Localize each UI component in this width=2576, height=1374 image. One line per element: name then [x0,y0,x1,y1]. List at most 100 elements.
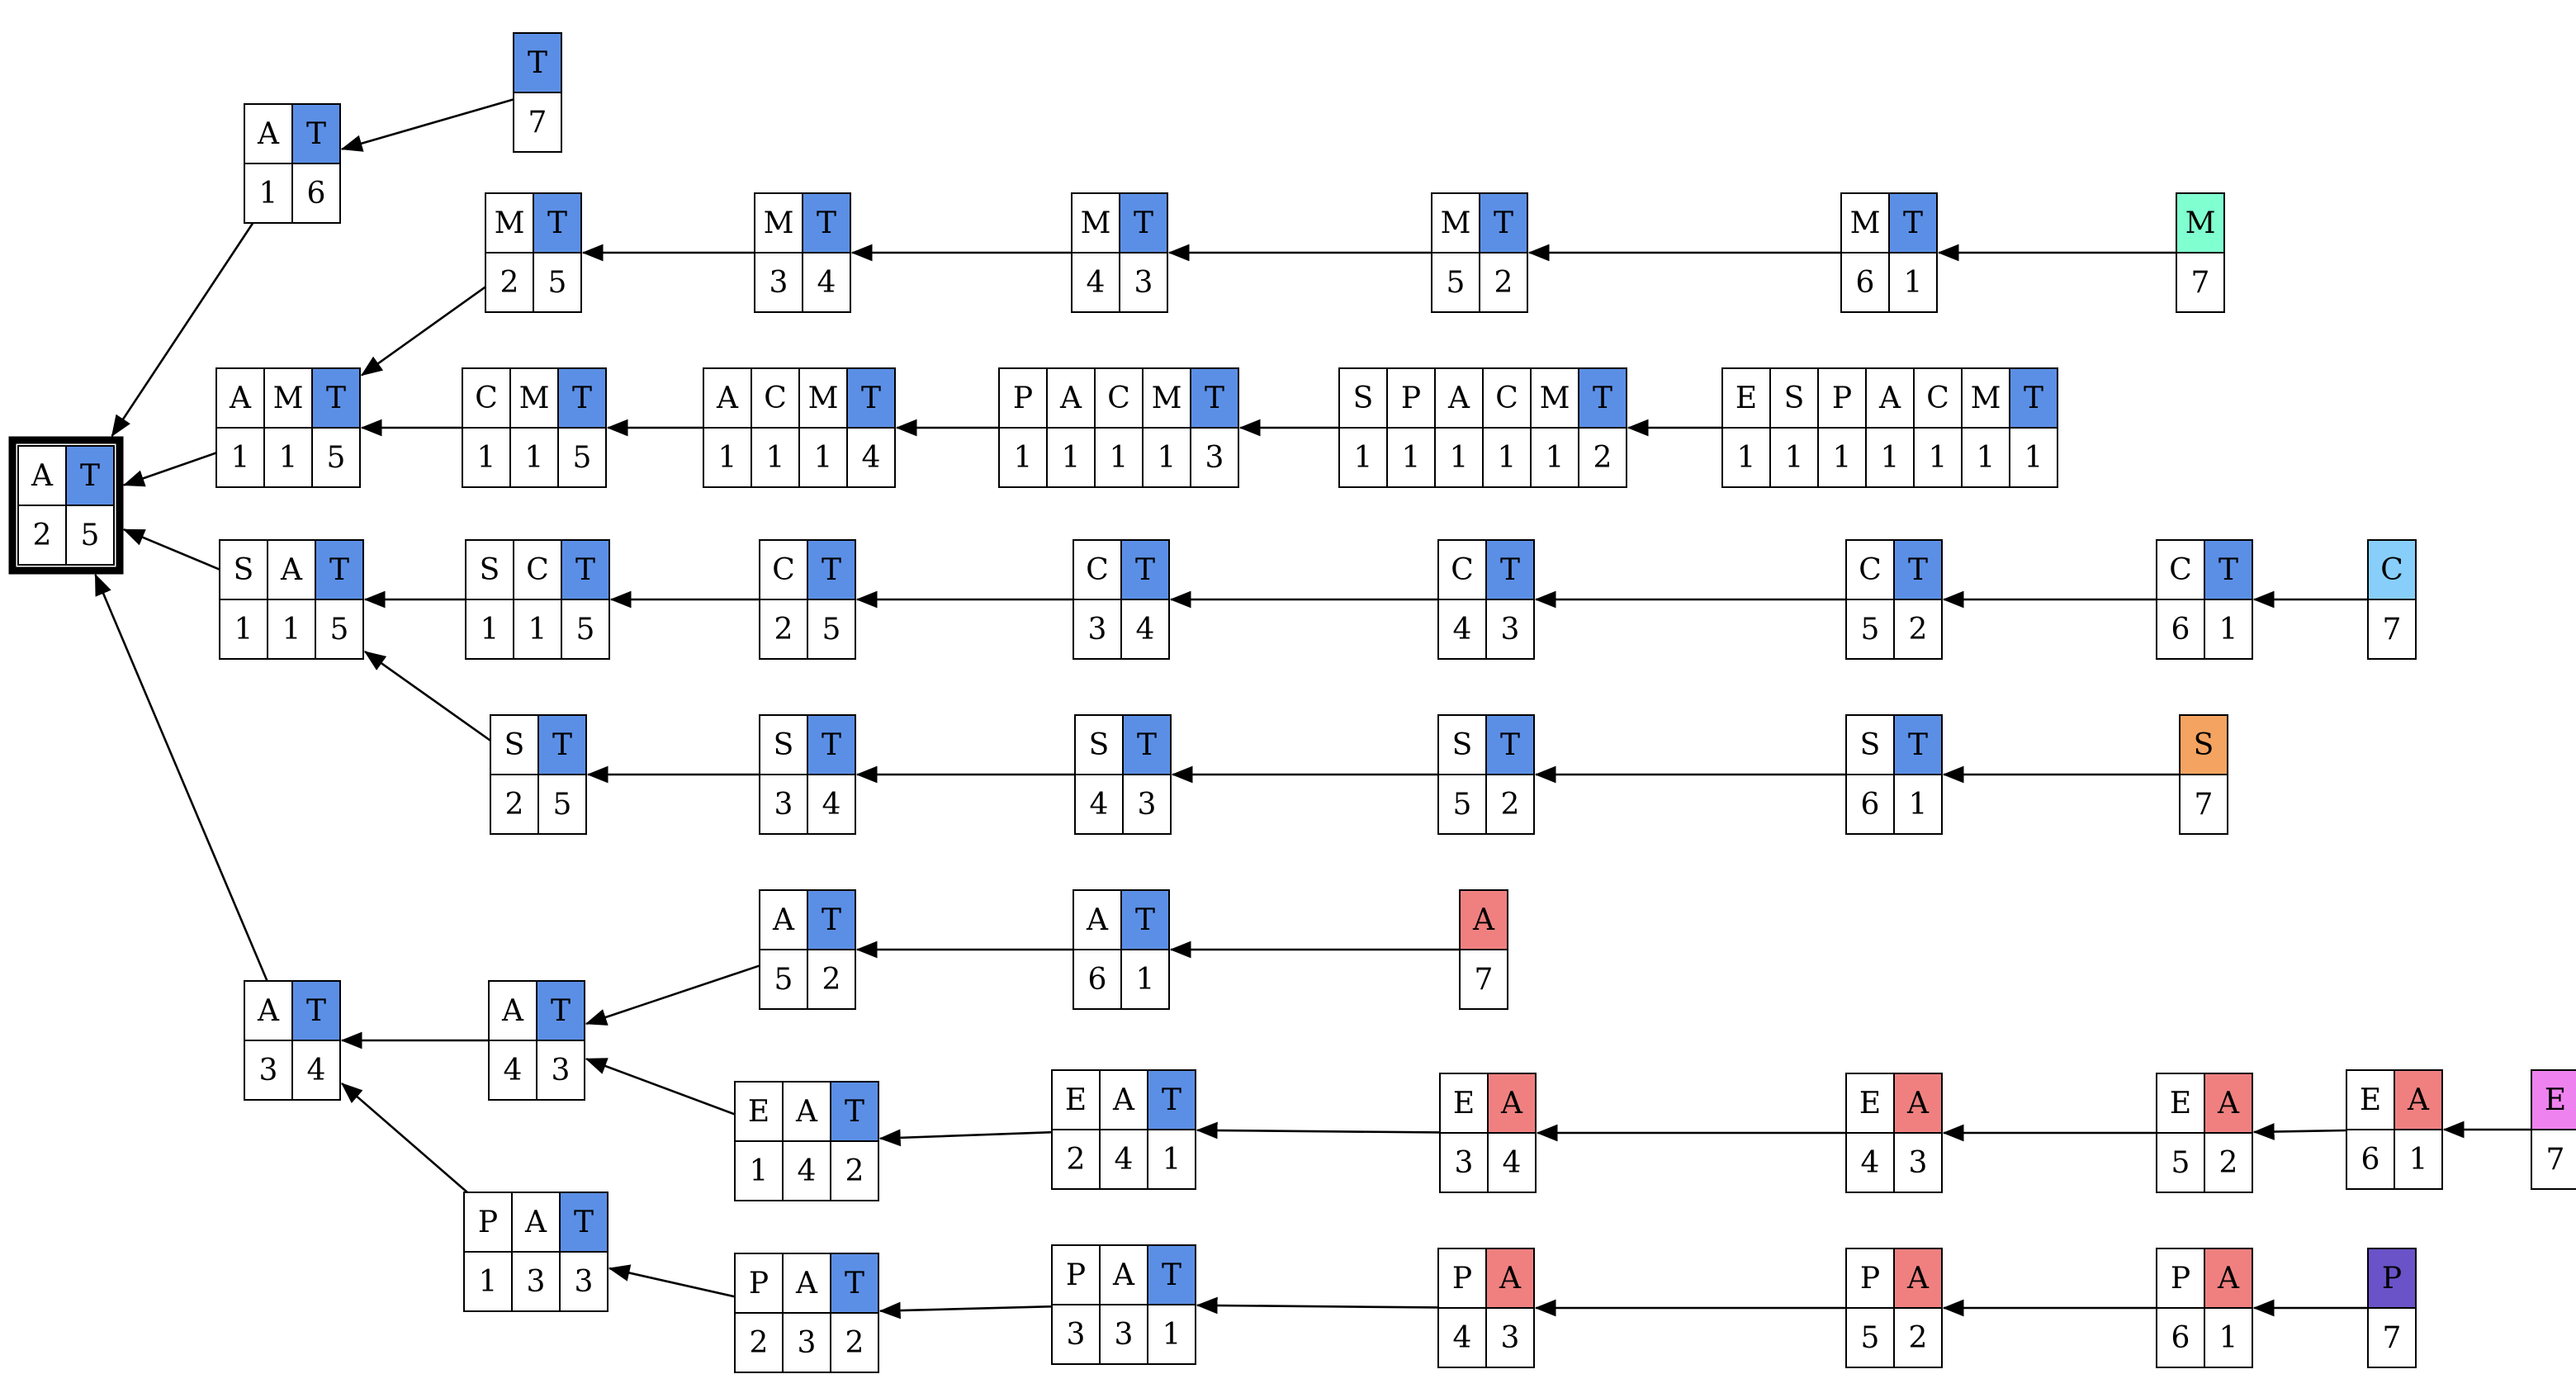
item-count: 1 [1163,1318,1181,1352]
item-label: P [1066,1258,1086,1292]
item-label: M [1081,206,1111,240]
count-cell [1437,1307,1487,1368]
item-label: A [2217,1262,2240,1296]
item-count: 1 [259,177,278,211]
item-label-cell [315,539,364,600]
item-count: 4 [798,1154,817,1188]
item-label: C [1926,381,1949,415]
item-label-cell [2367,539,2417,600]
item-count: 1 [234,613,253,647]
item-label: T [817,206,836,240]
item-count: 3 [1455,1146,1474,1180]
item-label: M [1850,206,1881,240]
item-label: A [1059,381,1082,415]
count-cell [1530,427,1579,488]
item-label: T [326,381,346,415]
item-count: 1 [479,1265,498,1299]
item-count: 4 [1453,1321,1472,1355]
count-cell [490,774,539,835]
count-cell [291,163,341,224]
item-label: A [1878,381,1901,415]
lattice-node-c7: C7 [2367,539,2417,660]
count-cell [2531,1129,2576,1190]
item-label-cell [1073,539,1122,600]
count-cell [734,1140,784,1201]
item-count: 2 [774,613,793,647]
item-label: T [845,1095,864,1129]
item-label-cell [734,1253,784,1314]
item-label: E [1859,1087,1881,1121]
item-count: 3 [798,1326,817,1360]
count-cell [846,427,896,488]
item-count: 1 [1163,1143,1181,1177]
item-count: 3 [1909,1146,1928,1180]
item-count: 3 [1115,1318,1134,1352]
count-cell [2367,1307,2417,1368]
count-cell [807,599,856,660]
item-label-cell [1434,367,1484,429]
item-label: A [1447,381,1470,415]
item-count: 2 [33,519,52,552]
count-cell [244,163,293,224]
item-count: 1 [1977,441,1996,475]
item-label: T [551,994,571,1028]
item-label-cell [1119,192,1168,253]
item-label: T [80,459,100,493]
item-label: M [1540,381,1570,415]
item-label: T [1137,728,1157,762]
item-label: A [501,994,524,1028]
item-count: 5 [1453,788,1472,822]
item-label-cell [1437,539,1487,600]
item-count: 6 [1088,963,1107,997]
item-count: 4 [1136,613,1155,647]
item-label: P [1013,381,1033,415]
item-label-cell [802,192,851,253]
count-cell [830,1312,879,1373]
count-cell [1147,1129,1196,1190]
count-cell [754,252,803,313]
item-label: M [519,381,550,415]
item-label-cell [1051,1069,1101,1130]
count-cell [1386,427,1436,488]
item-label: A [2217,1087,2240,1121]
item-label: S [1452,728,1473,762]
item-count: 1 [1785,441,1804,475]
item-label: P [2171,1262,2190,1296]
count-cell [2204,1307,2253,1368]
item-label: T [822,728,841,762]
edge-at52-to-at43 [585,964,760,1026]
item-label: P [1832,381,1852,415]
item-label-cell [485,192,534,253]
item-label: M [273,381,304,415]
item-count: 7 [2383,613,2402,647]
item-label: T [1135,553,1155,587]
item-count: 3 [1134,266,1153,300]
item-count: 1 [1062,441,1081,475]
item-label-cell [1071,192,1120,253]
lattice-node-p7: P7 [2367,1248,2417,1368]
item-count: 1 [1498,441,1517,475]
count-cell [1961,427,2010,488]
count-cell [315,599,364,660]
item-label: A [524,1206,547,1239]
item-count: 1 [282,613,301,647]
item-label: T [2218,553,2238,587]
item-label-cell [1386,367,1436,429]
edge-pat232-to-pat133 [608,1264,736,1298]
item-count: 2 [1494,266,1513,300]
item-label-cell [1122,714,1172,775]
item-label: A [1500,1087,1523,1121]
item-count: 5 [1447,266,1466,300]
item-count: 3 [1088,613,1107,647]
item-label: T [1135,903,1155,937]
item-label-cell [536,980,585,1041]
item-count: 5 [822,613,841,647]
